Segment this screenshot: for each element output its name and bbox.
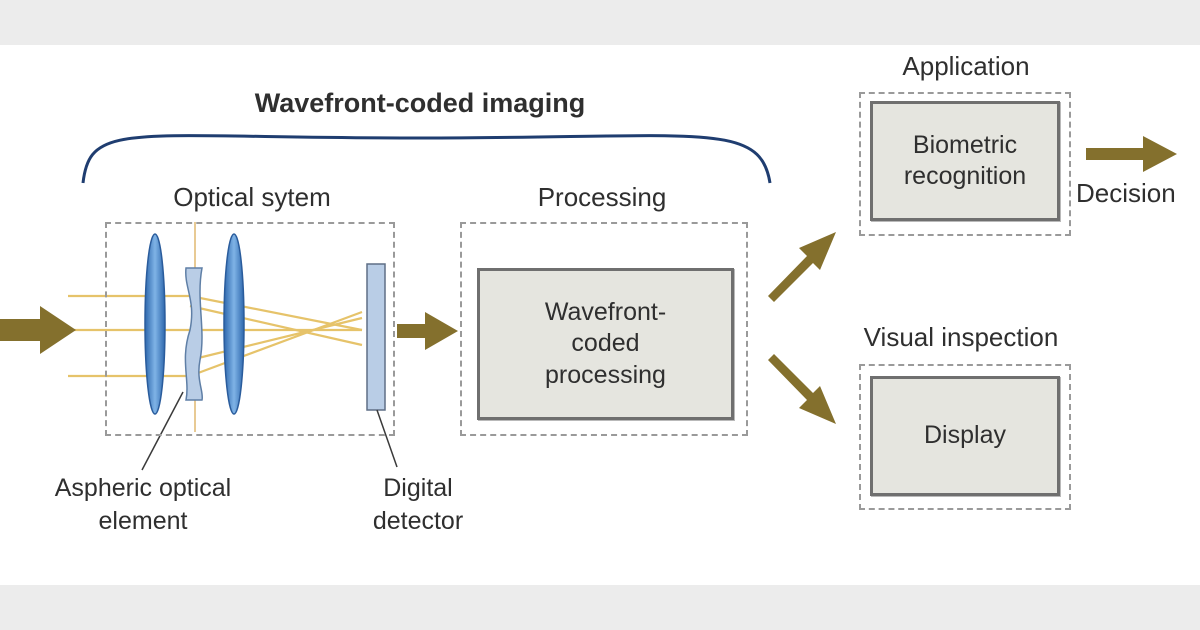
visual-inspection-label: Visual inspection bbox=[863, 322, 1059, 352]
aspheric-callout-line bbox=[141, 391, 184, 471]
detector-callout: Digital detector bbox=[373, 472, 463, 537]
decision-label: Decision bbox=[1076, 178, 1176, 208]
optical-system-box bbox=[105, 222, 395, 436]
arrow-to-application bbox=[768, 232, 836, 302]
display-block: Display bbox=[870, 376, 1060, 496]
detector-callout-line1: Digital bbox=[383, 474, 453, 502]
processing-box bbox=[460, 222, 748, 436]
diagram-title: Wavefront-coded imaging bbox=[254, 88, 586, 118]
processing-text-line3: processing bbox=[545, 360, 666, 389]
input-arrow bbox=[0, 306, 76, 354]
biometric-text-line1: Biometric bbox=[912, 130, 1018, 159]
visual-inspection-box bbox=[859, 364, 1071, 510]
detector-callout-line2: detector bbox=[372, 506, 464, 535]
application-label: Application bbox=[902, 51, 1030, 81]
lens-rear bbox=[223, 233, 245, 415]
processing-label: Processing bbox=[537, 182, 667, 212]
aspheric-callout-line2: element bbox=[98, 506, 188, 535]
display-text: Display bbox=[924, 421, 1006, 450]
aspheric-element bbox=[184, 267, 204, 401]
light-rays bbox=[68, 294, 363, 378]
wavefront-coded-processing-block: Wavefront- coded processing bbox=[477, 268, 734, 420]
arrow-to-visual bbox=[768, 354, 836, 424]
digital-detector bbox=[366, 263, 386, 411]
aspheric-callout: Aspheric optical element bbox=[55, 472, 231, 537]
detector-callout-line bbox=[376, 409, 398, 468]
application-box bbox=[859, 92, 1071, 236]
biometric-recognition-block: Biometric recognition bbox=[870, 101, 1060, 221]
lens-front bbox=[144, 233, 166, 415]
detector-to-processing-arrow bbox=[397, 312, 458, 350]
wavefront-brace bbox=[81, 134, 772, 184]
aspheric-callout-line1: Aspheric optical bbox=[54, 474, 232, 502]
optical-system-label: Optical sytem bbox=[173, 182, 331, 212]
biometric-text-line2: recognition bbox=[903, 162, 1027, 190]
flow-arrows bbox=[0, 136, 1177, 424]
processing-text-line2: coded bbox=[571, 329, 640, 358]
processing-text-line1: Wavefront- bbox=[544, 298, 667, 327]
arrow-to-decision bbox=[1086, 136, 1177, 172]
